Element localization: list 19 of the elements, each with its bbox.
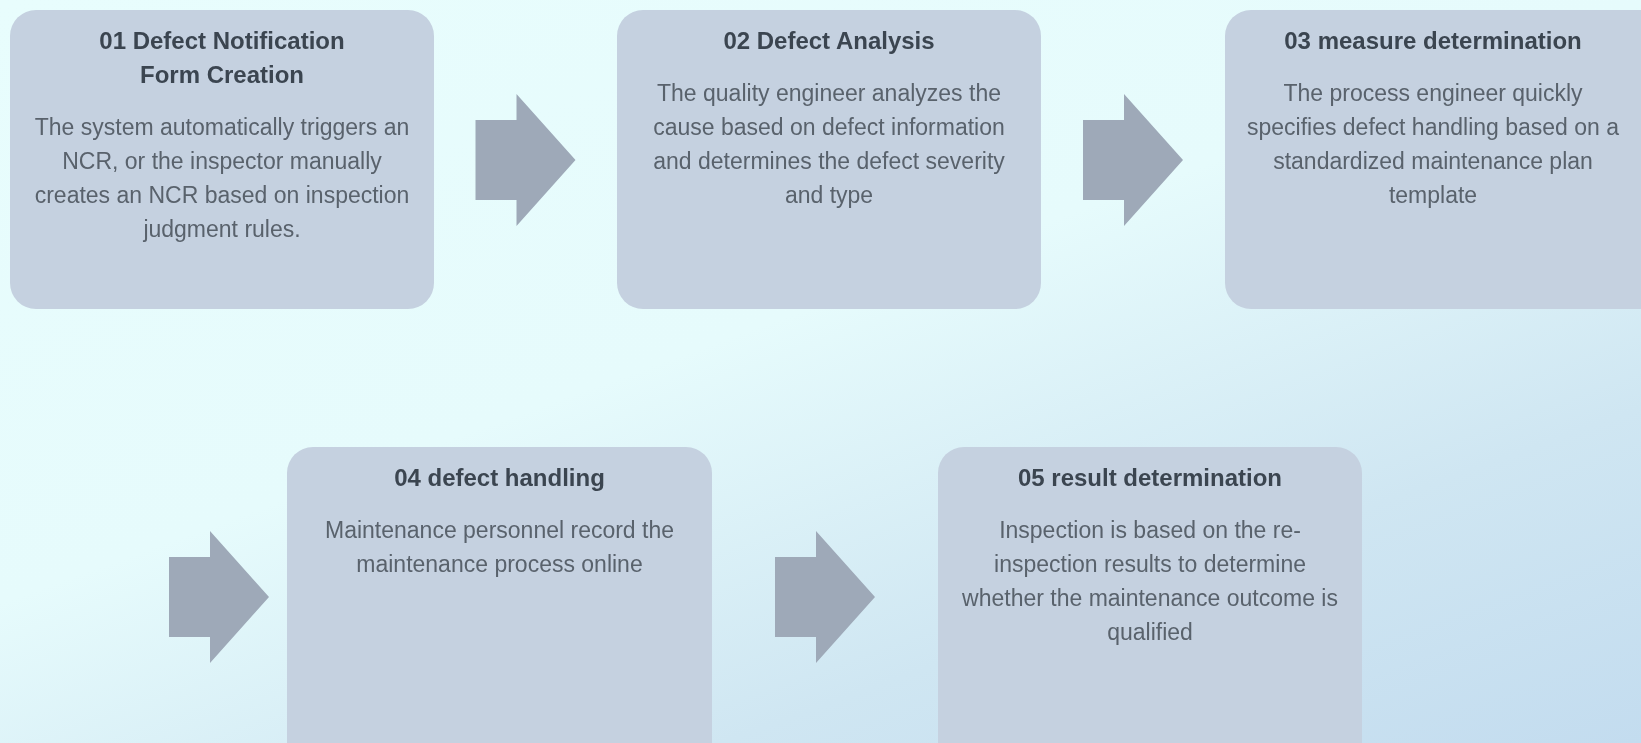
step-description: The system automatically triggers an NCR, or the inspector manually creates an NCR based on inspection judgment rules. [33,113,411,244]
step-card [287,447,712,743]
step-card [1225,10,1641,309]
step-title: 05 result determination [1017,463,1283,493]
step-card [617,10,1041,309]
block-arrow [1083,94,1183,226]
step-description: Maintenance personnel record the maintenance process online [323,516,676,579]
step-title: 01 Defect Notification Form Creation [98,26,346,90]
step-description: Inspection is based on the re-inspection results to determine whether the maintenance outcome is qualified [961,516,1339,647]
step-card [938,447,1362,743]
step-card [10,10,434,309]
step-title: 04 defect handling [394,463,605,493]
step-title: 03 measure determination [1284,26,1582,56]
block-arrow [475,94,576,226]
step-description: The quality engineer analyzes the cause based on defect information and determines the defect severity and type [652,79,1006,210]
block-arrow [169,531,269,663]
block-arrow [775,531,875,663]
step-description: The process engineer quickly specifies defect handling based on a standardized maintenance plan template [1245,79,1621,210]
step-title: 02 Defect Analysis [723,26,935,56]
